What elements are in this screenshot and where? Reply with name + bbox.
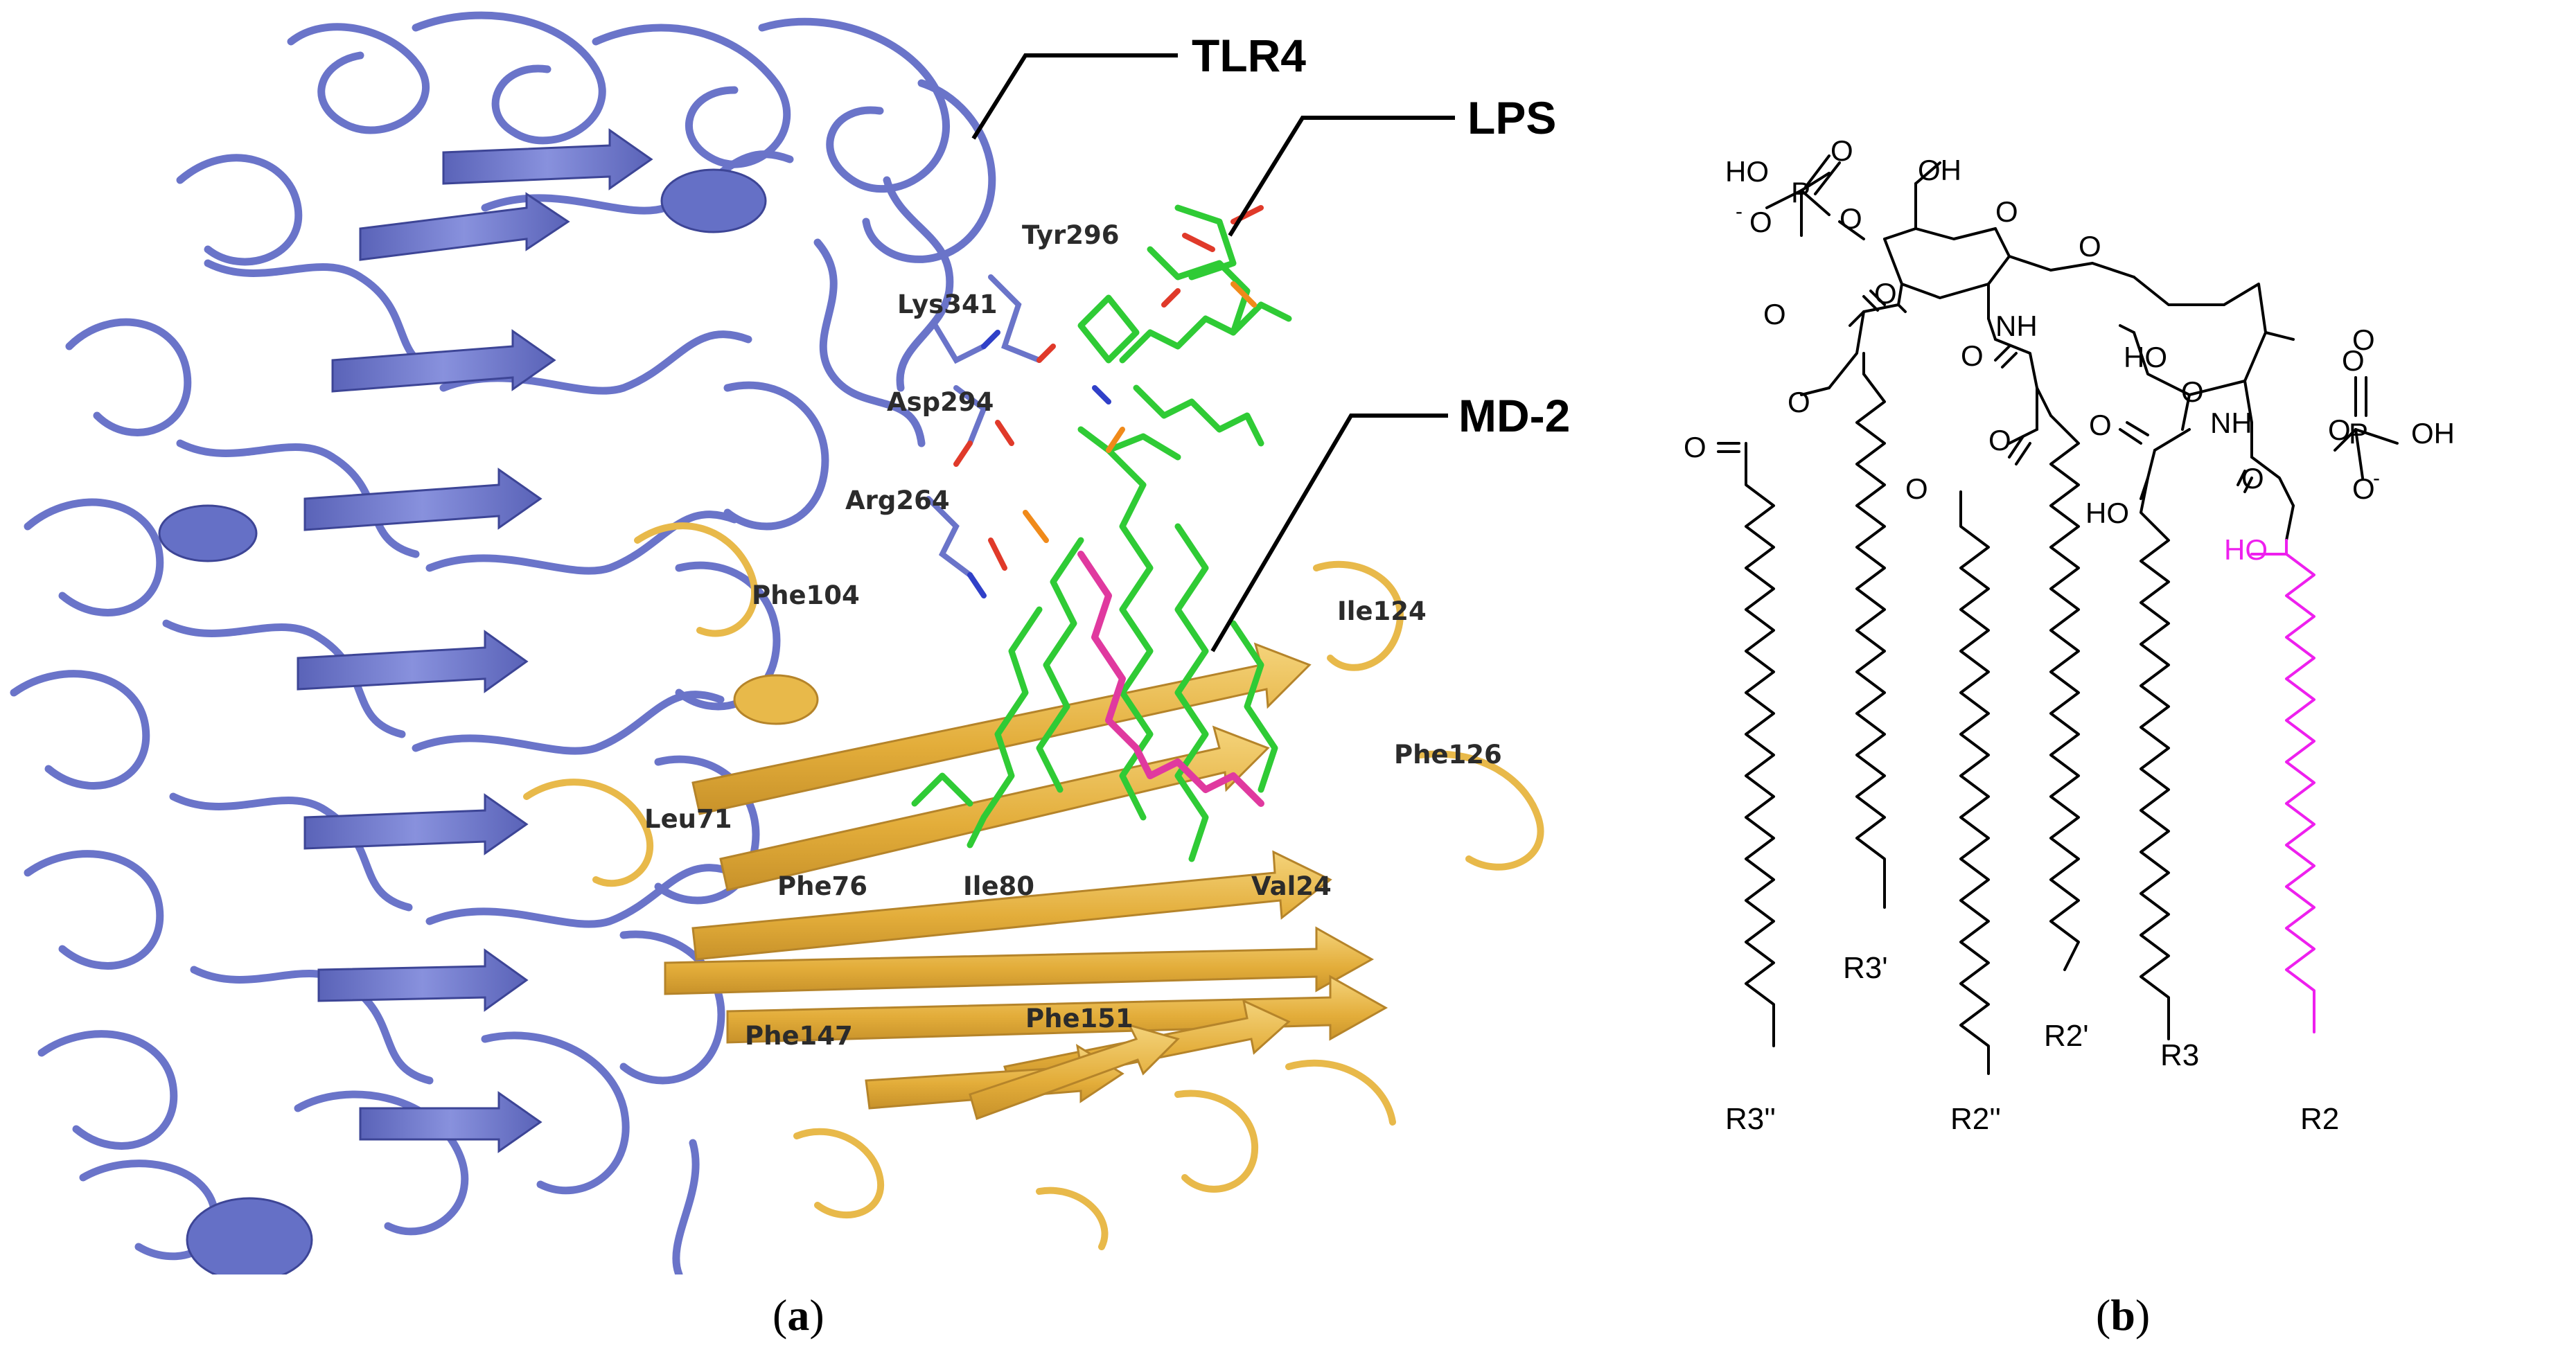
tlr4-strands: [297, 128, 653, 1153]
lps-label: LPS: [1467, 92, 1556, 143]
atom-o-left-link: O: [1840, 202, 1862, 235]
atom-o-ester-left: O: [1874, 277, 1897, 310]
md2-label: MD-2: [1458, 390, 1570, 441]
atom-minus-left: -: [1736, 200, 1743, 223]
atom-ho-right: HO: [2124, 341, 2167, 373]
panel-b-lipid-a-structure: HO O P O - O OH O O O O NH O O O HO O NH…: [1684, 134, 2455, 1136]
atom-o-carbonyl-r3: O: [2089, 409, 2112, 441]
residue-label-phe126: Phe126: [1394, 740, 1502, 770]
atom-o-ester-r2pp: O: [1988, 424, 2011, 456]
atom-o-ring-left: O: [1995, 195, 2018, 228]
atom-o-carbonyl-r3pp: O: [1684, 431, 1706, 463]
side-chain-heteroatoms: [953, 330, 1056, 598]
lps-leader-line: [1228, 116, 1455, 237]
chain-label-r3pp: R3'': [1725, 1102, 1776, 1136]
atom-o-minus-right: O: [2352, 472, 2375, 505]
atom-ho-r3: HO: [2085, 497, 2129, 529]
svg-text:(a): (a): [773, 1290, 824, 1340]
tlr4-cartoon: [10, 11, 996, 1274]
atom-o-glycosidic: O: [2079, 230, 2101, 263]
tlr4-helices: [158, 168, 767, 1274]
residue-label-tyr296: Tyr296: [1022, 220, 1119, 250]
chain-labels: R3'' R3' R2'' R2' R3 R2: [1725, 951, 2339, 1136]
atom-o-minus-left: O: [1749, 206, 1772, 238]
residue-label-phe151: Phe151: [1025, 1004, 1133, 1033]
tlr4-label: TLR4: [1192, 30, 1306, 81]
atom-oh-top: OH: [1918, 154, 1961, 186]
tlr4-side-chains: [926, 274, 1042, 578]
residue-label-leu71: Leu71: [644, 804, 732, 834]
residue-label-phe104: Phe104: [752, 580, 860, 610]
residue-label-arg264: Arg264: [845, 486, 950, 515]
chain-label-r2p: R2': [2044, 1019, 2089, 1053]
md2-leader-line: [1210, 414, 1448, 652]
chain-label-r3p: R3': [1843, 951, 1888, 985]
residue-label-phe147: Phe147: [745, 1021, 853, 1051]
atom-o-phosphate-right-top: O: [2342, 344, 2365, 377]
atom-o-amide-right: O: [2241, 462, 2264, 495]
chain-label-r3: R3: [2160, 1038, 2199, 1072]
chain-label-r2: R2: [2300, 1102, 2339, 1136]
atom-o-ring-right: O: [2352, 323, 2375, 356]
structure-callouts: [971, 53, 1455, 652]
skeletal-bonds: [1717, 154, 2399, 1075]
highlight-acyl-chain: [1077, 551, 1264, 807]
atom-o-ester-right: O: [2181, 375, 2204, 408]
atom-ho-r2: HO: [2224, 533, 2268, 566]
residue-label-ile80: Ile80: [963, 871, 1034, 901]
residue-label-asp294: Asp294: [887, 387, 994, 417]
panel-a-structure: Tyr296 Lys341 Asp294 Arg264 Phe104 Ile12…: [10, 11, 1544, 1274]
atom-o-ester-r3: O: [1788, 386, 1810, 418]
atom-o-carbonyl-r2pp: O: [1905, 472, 1928, 505]
atom-ho-phosphate-left: HO: [1725, 155, 1769, 188]
tlr4-leader-line: [971, 53, 1178, 140]
residue-label-phe76: Phe76: [777, 871, 867, 901]
atom-o-phosphate-left-top: O: [1830, 134, 1853, 167]
lps-sticks: [911, 204, 1292, 862]
atom-p-left: P: [1791, 176, 1810, 208]
atom-oh-right: OH: [2411, 417, 2455, 450]
residue-label-val24: Val24: [1251, 871, 1332, 901]
atom-o-carbonyl-left: O: [1763, 298, 1786, 330]
highlight-r2-chain: [2250, 539, 2315, 1033]
atom-labels: HO O P O - O OH O O O O NH O O O HO O NH…: [1684, 134, 2455, 566]
chain-label-r2pp: R2'': [1950, 1102, 2001, 1136]
atom-nh-right: NH: [2210, 407, 2252, 439]
atom-nh-left: NH: [1995, 310, 2038, 342]
residue-labels: Tyr296 Lys341 Asp294 Arg264 Phe104 Ile12…: [644, 220, 1502, 1051]
caption-a: (a): [773, 1290, 824, 1340]
atom-o-amide-left: O: [1961, 339, 1984, 372]
atom-o-link-right: O: [2328, 414, 2351, 446]
residue-label-lys341: Lys341: [897, 290, 997, 319]
caption-b: (b): [2096, 1290, 2150, 1340]
svg-text:(b): (b): [2096, 1290, 2150, 1340]
atom-p-right: P: [2349, 417, 2368, 450]
residue-label-ile124: Ile124: [1337, 596, 1427, 626]
atom-minus-right: -: [2373, 467, 2380, 490]
